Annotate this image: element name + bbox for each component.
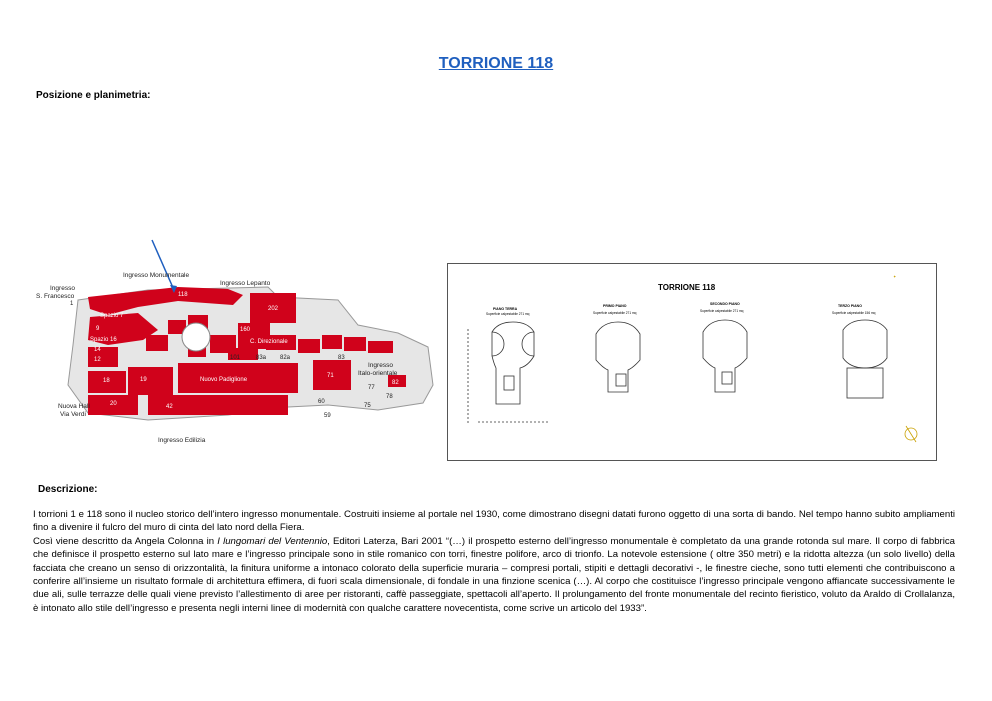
floor-3-plan [842, 319, 888, 399]
floor-0-area: Superficie calpestabile 271 mq [486, 312, 530, 316]
num-77: 77 [368, 385, 375, 391]
num-42: 42 [166, 404, 173, 410]
label-spazio7: Spazio 7 [100, 313, 124, 319]
num-14: 14 [94, 347, 101, 353]
label-ingresso-io-2: Italo-orientale [358, 370, 398, 377]
floor-0-plan [467, 321, 548, 424]
num-71: 71 [327, 373, 334, 379]
description-paragraph-1: I torrioni 1 e 118 sono il nucleo storic… [33, 509, 955, 534]
site-map-svg: Ingresso Monumentale Ingresso Lepanto In… [36, 239, 434, 444]
num-82a: 82a [280, 355, 291, 361]
section-position-label: Posizione e planimetria: [36, 90, 151, 101]
floor-3-name: TERZO PIANO [838, 304, 862, 308]
label-spazio16: Spazio 16 [90, 337, 117, 343]
location-arrow [151, 239, 175, 291]
label-direzionale: C. Direzionale [250, 339, 288, 345]
num-83: 83 [338, 355, 345, 361]
north-compass-icon [904, 425, 918, 443]
num-12: 12 [94, 357, 101, 363]
page-title: TORRIONE 118 [438, 55, 554, 72]
num-118: 118 [178, 292, 188, 298]
num-18: 18 [103, 378, 110, 384]
label-ingresso-edilizia: Ingresso Edilizia [158, 437, 206, 444]
floor-plans-svg: TORRIONE 118 ✦ PIANO TERRA PRIMO PIANO S… [467, 274, 918, 443]
floor-1-name: PRIMO PIANO [603, 304, 627, 308]
num-101: 101 [230, 355, 241, 361]
label-ingresso-lepanto: Ingresso Lepanto [220, 280, 271, 287]
buildings [88, 287, 406, 415]
floor-3-area: Superficie calpestabile 156 mq [832, 311, 876, 315]
num-20: 20 [110, 401, 117, 407]
label-nuova-hall-2: Via Verdi [60, 411, 86, 418]
floor-2-area: Superficie calpestabile 271 mq [700, 309, 744, 313]
floor-plans-panel: TORRIONE 118 ✦ PIANO TERRA PRIMO PIANO S… [447, 263, 937, 461]
num-83a: 83a [256, 355, 267, 361]
section-description-label: Descrizione: [38, 484, 98, 495]
floor-2-plan [702, 319, 748, 393]
num-82: 82 [392, 380, 399, 386]
floor-2-name: SECONDO PIANO [710, 302, 740, 306]
plan-title: TORRIONE 118 [658, 283, 716, 292]
num-78: 78 [386, 394, 393, 400]
num-59: 59 [324, 413, 331, 419]
book-title: I lungomari del Ventennio [217, 535, 328, 547]
floor-0-name: PIANO TERRA [493, 307, 518, 311]
num-160: 160 [240, 327, 251, 333]
label-ingresso-sf-1: Ingresso [50, 285, 75, 292]
floor-1-area: Superficie calpestabile 271 mq [593, 311, 637, 315]
label-ingresso-sf-2: S. Francesco [36, 293, 75, 300]
num-1: 1 [70, 301, 74, 307]
num-60: 60 [318, 399, 325, 405]
floor-1-plan [595, 321, 641, 393]
description-paragraph-2: Così viene descritto da Angela Colonna i… [33, 535, 955, 614]
site-map: Ingresso Monumentale Ingresso Lepanto In… [28, 235, 448, 455]
plaza-circle [181, 322, 211, 352]
num-202: 202 [268, 306, 279, 312]
label-nuovo-padiglione: Nuovo Padiglione [200, 377, 248, 383]
num-75: 75 [364, 403, 371, 409]
num-9: 9 [96, 326, 100, 332]
label-ingresso-monumentale: Ingresso Monumentale [123, 272, 190, 279]
description-text: I torrioni 1 e 118 sono il nucleo storic… [33, 508, 955, 615]
label-ingresso-io-1: Ingresso [368, 362, 393, 369]
logo-mark: ✦ [893, 274, 897, 279]
num-19: 19 [140, 377, 147, 383]
label-nuova-hall-1: Nuova Hall [58, 403, 90, 410]
